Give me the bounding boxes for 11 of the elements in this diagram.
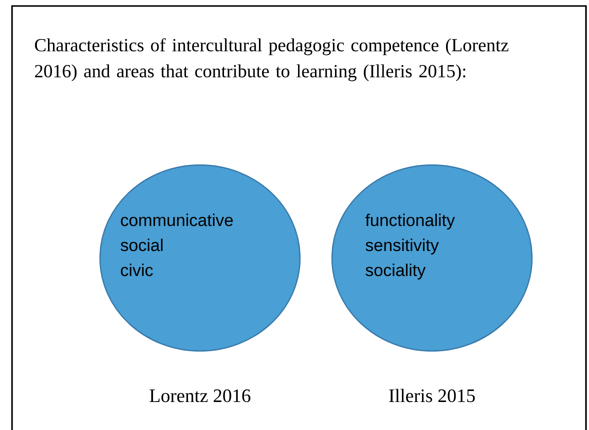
circle-text: civic (120, 264, 153, 276)
circle-text: communicative (120, 214, 233, 226)
circle (331, 164, 533, 352)
circle-text: sociality (366, 264, 426, 280)
circle-text: functionality (365, 214, 455, 230)
circle (99, 164, 301, 352)
circle-caption: Illeris 2015 (389, 388, 475, 402)
circle-text: social (120, 238, 163, 252)
title: Characteristics of intercultural pedagogic competence (Lorentz 2016) and areas that contribute to learning (Illeris 2015): (34, 38, 508, 82)
circle-text: sensitivity (366, 238, 439, 255)
circle-caption: Lorentz 2016 (150, 389, 250, 402)
